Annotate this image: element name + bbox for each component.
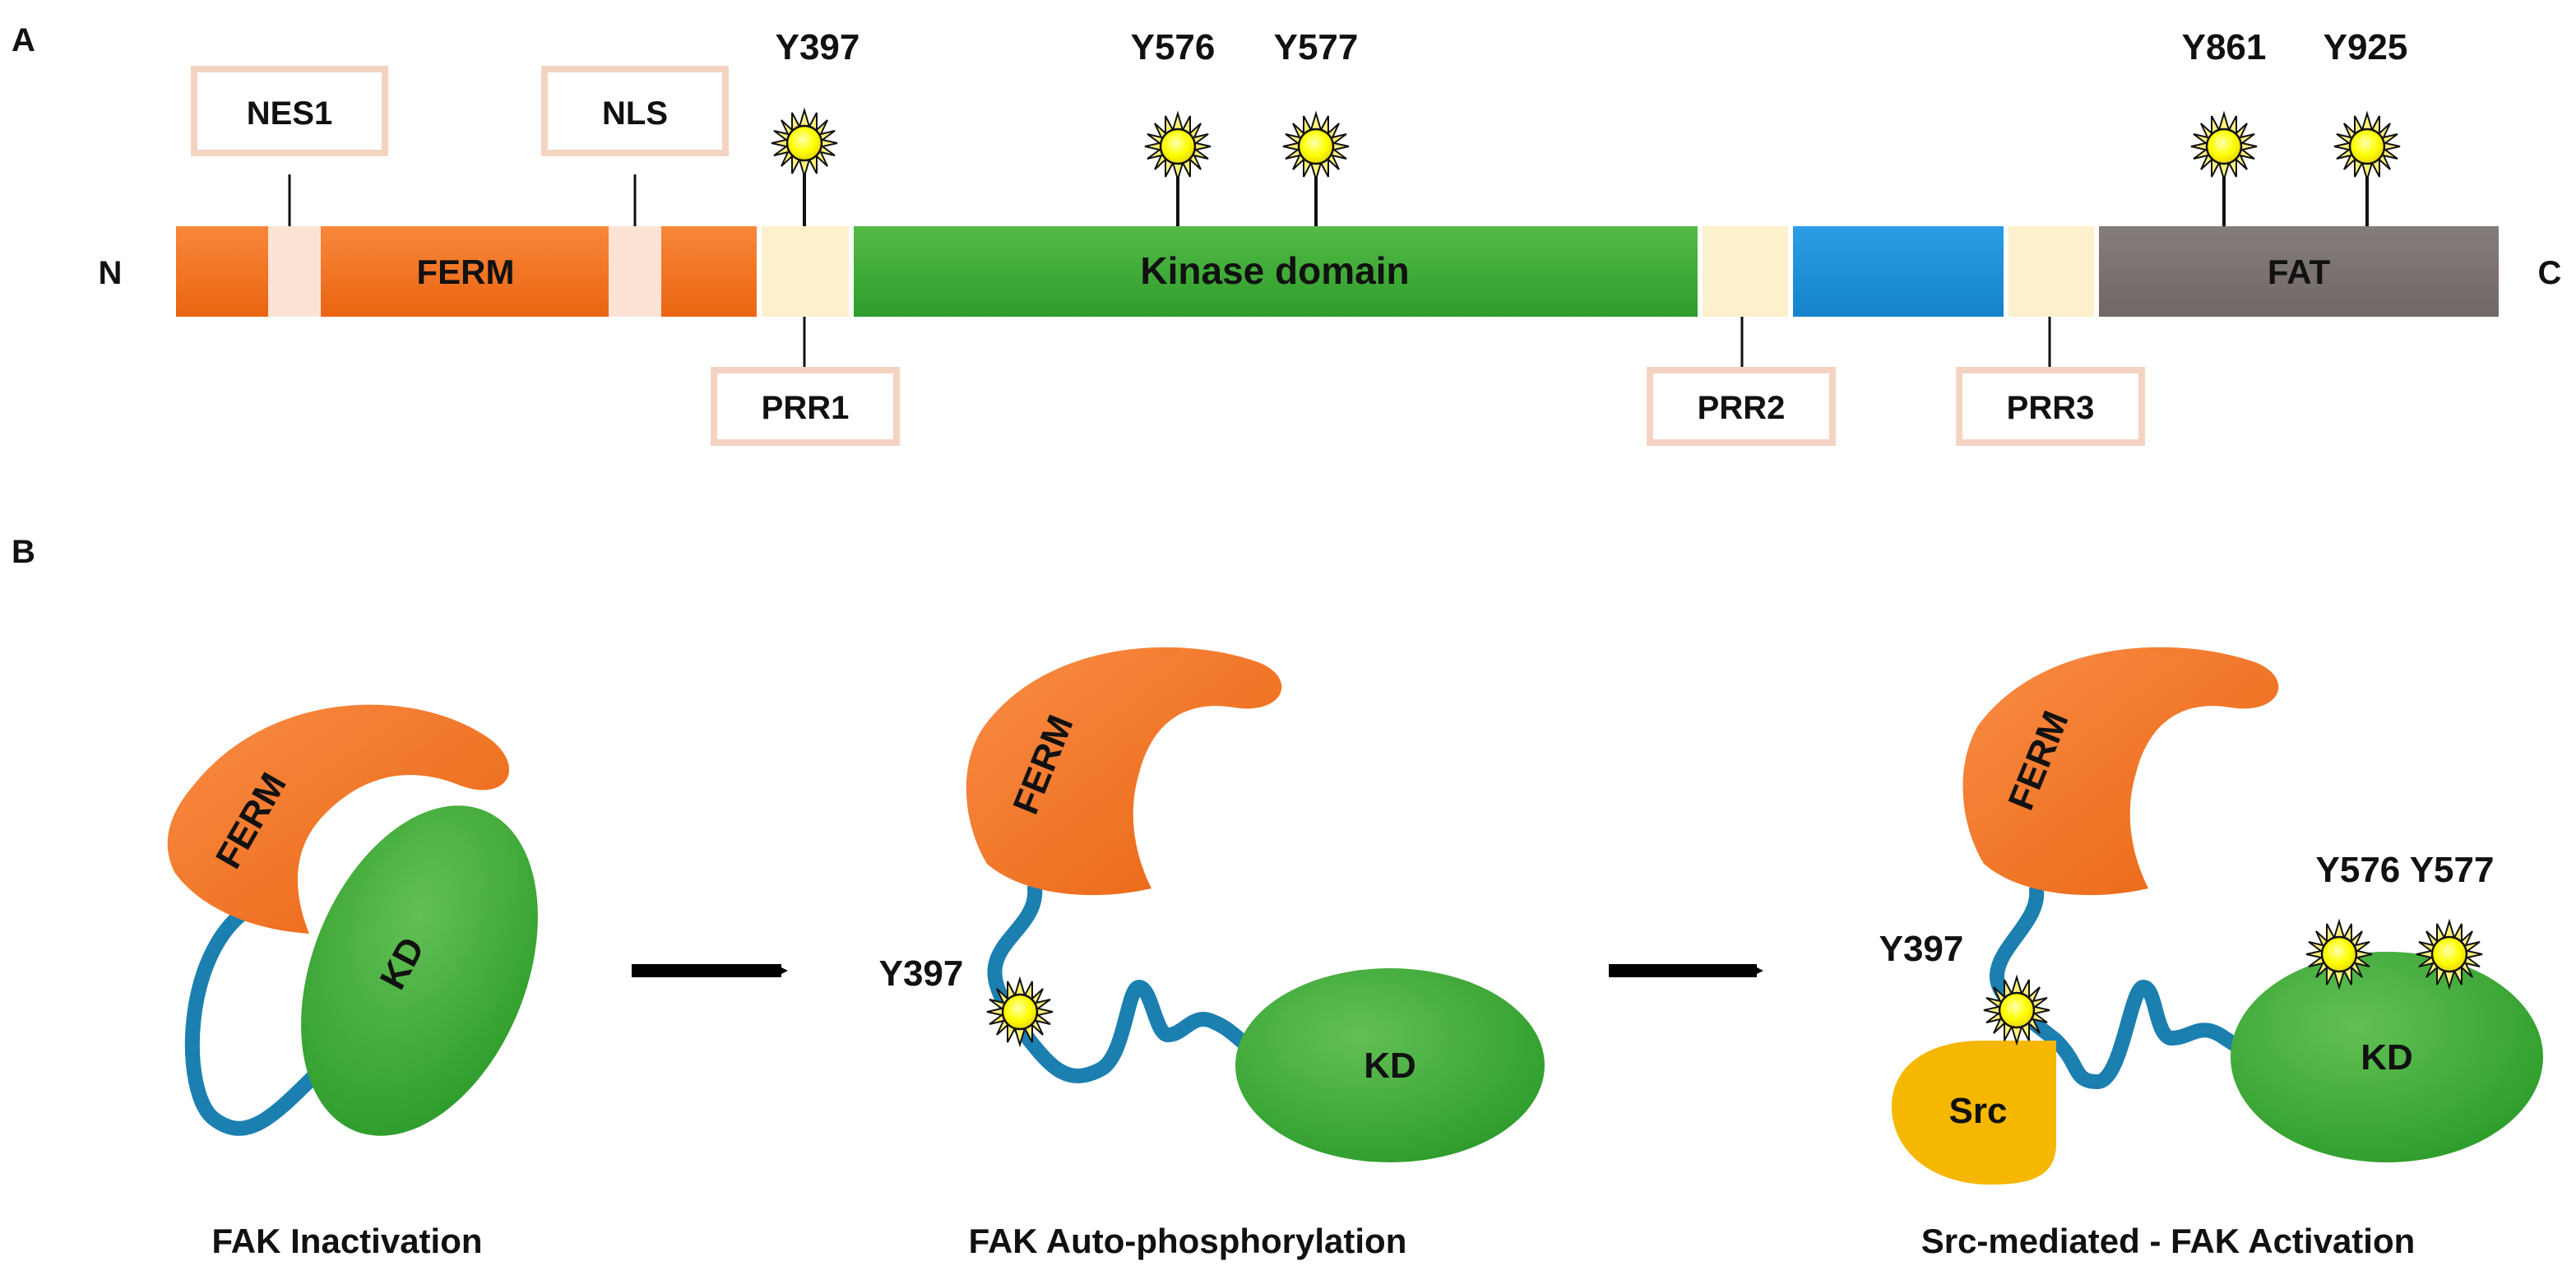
panel-b-letter: B <box>12 534 35 570</box>
panel-a: A N C FERM Kinase domain FAT NES1 NLS PR… <box>12 22 2562 446</box>
interdomain-linker <box>1990 883 2282 1089</box>
protein-domain-bar <box>176 226 2499 317</box>
y925-site: Y925 <box>2323 27 2408 226</box>
caption-src-mediated-activation: Src-mediated - FAK Activation <box>1921 1222 2416 1260</box>
prr2-segment <box>1703 226 1788 317</box>
src-kinase-shape <box>1892 1041 2056 1185</box>
y397-label: Y397 <box>879 953 964 994</box>
kinase-domain-shape <box>2231 952 2543 1162</box>
phosphorylation-icon <box>2415 920 2484 989</box>
interdomain-linker <box>184 902 328 1136</box>
prr2-label: PRR2 <box>1698 390 1786 426</box>
fak-autophosphorylation-state: FERM KD Y397 <box>879 647 1545 1162</box>
n-terminus-label: N <box>99 255 123 291</box>
ferm-lobe-shape <box>167 704 510 934</box>
nes1-label: NES1 <box>247 95 333 132</box>
fat-domain-bar <box>2099 226 2499 317</box>
panel-b: B FERM KD FERM KD Y397 FERM KD <box>12 534 2543 1260</box>
kinase-domain-bar <box>854 226 1698 317</box>
y577-site-label: Y577 <box>1274 27 1359 67</box>
y397-label: Y397 <box>1879 929 1964 969</box>
linker-spacer-bar <box>1793 226 2004 317</box>
y576-y577-label: Y576 Y577 <box>2316 850 2495 890</box>
y577-site: Y577 <box>1274 27 1359 226</box>
phosphorylation-icon <box>1281 112 1351 181</box>
panel-a-letter: A <box>12 22 35 58</box>
ferm-domain-label: FERM <box>417 253 515 291</box>
kinase-domain-shape <box>1235 968 1545 1162</box>
ferm-lobe-shape <box>966 647 1282 896</box>
src-label: Src <box>1949 1091 2008 1131</box>
ferm-lobe-shape <box>1962 647 2279 896</box>
phosphorylation-icon <box>985 977 1054 1046</box>
nls-motif <box>609 226 661 317</box>
fak-activation-state: FERM KD Src Y397 Y576 Y577 <box>1879 647 2543 1185</box>
y861-site-label: Y861 <box>2182 27 2267 67</box>
nls-box <box>541 66 729 156</box>
fak-inactive-state: FERM KD <box>167 704 538 1136</box>
phosphorylation-icon <box>2189 112 2259 181</box>
prr3-segment <box>2008 226 2094 317</box>
y397-site-label: Y397 <box>776 27 860 67</box>
y397-site: Y397 <box>770 27 860 226</box>
phosphorylation-icon <box>770 109 839 178</box>
prr1-box <box>711 367 900 446</box>
phosphorylation-icon <box>2305 920 2374 989</box>
y925-site-label: Y925 <box>2323 27 2408 67</box>
kd-label: KD <box>1364 1046 1416 1086</box>
nes1-motif <box>268 226 321 317</box>
prr3-label: PRR3 <box>2007 390 2095 426</box>
c-terminus-label: C <box>2538 255 2562 291</box>
y861-site: Y861 <box>2182 27 2267 226</box>
prr1-label: PRR1 <box>762 390 850 426</box>
phosphorylation-icon <box>1143 112 1212 181</box>
prr2-box <box>1647 367 1836 446</box>
kinase-domain-label: Kinase domain <box>1140 249 1409 292</box>
prr3-box <box>1956 367 2145 446</box>
kinase-domain-shape <box>301 805 538 1136</box>
y576-site-label: Y576 <box>1131 27 1216 67</box>
nes1-box <box>191 66 388 156</box>
fat-domain-label: FAT <box>2268 253 2331 291</box>
interdomain-linker <box>987 881 1266 1083</box>
caption-fak-autophosphorylation: FAK Auto-phosphorylation <box>969 1222 1407 1260</box>
prr1-segment <box>762 226 849 317</box>
phosphorylation-icon <box>1982 976 2051 1045</box>
kd-label: KD <box>2361 1037 2413 1078</box>
caption-fak-inactivation: FAK Inactivation <box>211 1222 482 1260</box>
y576-site: Y576 <box>1131 27 1216 226</box>
phosphorylation-icon <box>2333 112 2402 181</box>
nls-label: NLS <box>602 95 668 132</box>
